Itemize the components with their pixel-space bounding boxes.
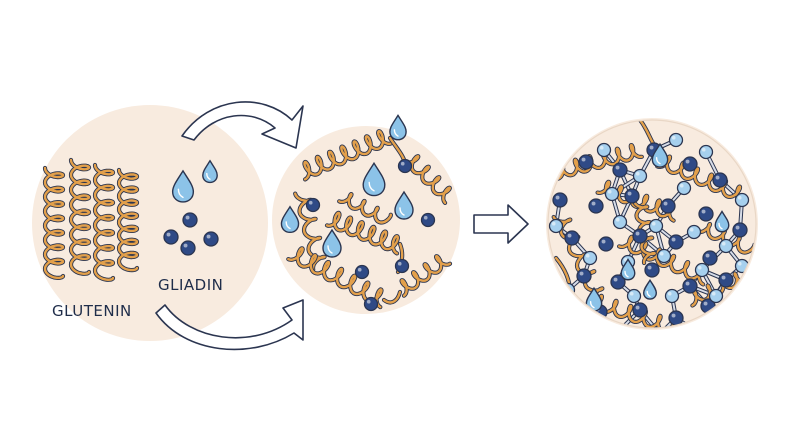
gliadin-molecule-icon — [588, 198, 604, 214]
water-drop-icon — [651, 143, 669, 168]
protein-coil — [302, 129, 394, 182]
straight-arrow — [473, 204, 529, 244]
gluten-network-contents — [547, 119, 757, 329]
mixing-contents — [280, 114, 453, 312]
protein-coil — [337, 192, 393, 225]
gliadin-molecule-icon — [354, 264, 370, 280]
gliadin-molecule-icon — [732, 222, 748, 238]
gliadin-molecule-icon — [203, 231, 219, 247]
water-drop-icon — [322, 229, 342, 258]
gliadin-molecule-icon — [632, 228, 648, 244]
gliadin-molecule-icon — [682, 156, 698, 172]
gliadin-molecule-icon — [644, 262, 660, 278]
water-drops-group — [171, 160, 218, 203]
gliadin-molecule-icon — [694, 262, 710, 278]
gliadin-molecules-group — [163, 212, 219, 256]
gliadin-molecule-icon — [632, 302, 648, 318]
gliadin-molecule-icon — [552, 192, 568, 208]
gliadin-molecule-icon — [394, 258, 410, 274]
curved-arrow-top — [181, 101, 304, 149]
gliadin-molecule-icon — [686, 322, 702, 328]
glutenin-label: GLUTENIN — [52, 302, 132, 320]
water-drop-icon — [280, 205, 300, 234]
gliadin-molecule-icon — [664, 288, 680, 304]
protein-coil — [695, 221, 756, 255]
gliadin-molecule-icon — [668, 310, 684, 326]
curved-arrow-bottom — [155, 299, 304, 351]
gliadin-molecule-icon — [582, 250, 598, 266]
gliadin-molecule-icon — [576, 268, 592, 284]
gliadin-molecule-icon — [612, 214, 628, 230]
glutenin-coils — [42, 157, 140, 282]
gliadin-molecule-icon — [708, 288, 724, 304]
gliadin-molecule-icon — [610, 274, 626, 290]
gliadin-molecule-icon — [180, 240, 196, 256]
gliadin-molecule-icon — [682, 278, 698, 294]
glutenin-coil-icon — [116, 167, 140, 273]
glutenin-coil-icon — [68, 157, 92, 276]
gliadin-molecule-icon — [734, 192, 750, 208]
gliadin-molecule-icon — [686, 224, 702, 240]
gliadin-molecule-icon — [712, 172, 728, 188]
gliadin-molecule-icon — [624, 188, 640, 204]
water-drop-icon — [620, 258, 636, 281]
water-drop-icon — [362, 162, 386, 197]
gliadin-molecule-icon — [397, 158, 413, 174]
gliadin-molecule-icon — [668, 132, 684, 148]
network-mesh — [548, 120, 756, 328]
gliadin-molecule-icon — [668, 234, 684, 250]
water-drop-icon — [394, 191, 414, 220]
protein-strand — [697, 313, 735, 328]
water-drop-icon — [389, 114, 407, 141]
protein-coil — [399, 254, 453, 298]
gliadin-molecule-icon — [718, 272, 734, 288]
gliadin-molecule-icon — [182, 212, 198, 228]
gliadin-molecule-icon — [604, 186, 620, 202]
gliadin-molecule-icon — [702, 250, 718, 266]
gliadin-molecule-icon — [718, 238, 734, 254]
gliadin-molecule-icon — [676, 180, 692, 196]
gliadin-molecule-icon — [596, 142, 612, 158]
glutenin-coil-icon — [92, 162, 116, 282]
stage-gluten-network — [546, 118, 758, 330]
gliadin-molecule-icon — [656, 248, 672, 264]
gliadin-molecule-icon — [363, 296, 379, 312]
water-drop-icon — [643, 279, 657, 300]
water-drop-icon — [714, 210, 730, 233]
gliadin-molecule-icon — [598, 236, 614, 252]
protein-coil — [286, 246, 384, 310]
protein-strand — [381, 289, 403, 305]
glutenin-coil-icon — [42, 165, 66, 280]
protein-coil — [655, 154, 744, 205]
water-drop-icon — [171, 170, 195, 203]
gliadin-molecule-icon — [626, 288, 642, 304]
water-drop-icon — [202, 160, 218, 184]
protein-coil — [324, 210, 400, 256]
protein-coil — [401, 154, 452, 205]
gliadin-label: GLIADIN — [158, 276, 223, 294]
water-drop-icon — [585, 287, 603, 312]
gliadin-molecule-icon — [163, 229, 179, 245]
gliadin-molecule-icon — [612, 162, 628, 178]
stage-mixing — [272, 114, 460, 314]
gliadin-molecule-icon — [632, 168, 648, 184]
gliadin-molecule-icon — [698, 144, 714, 160]
gliadin-molecule-icon — [660, 198, 676, 214]
gliadin-molecule-icon — [564, 230, 580, 246]
protein-coil — [617, 234, 706, 287]
gliadin-molecule-icon — [698, 206, 714, 222]
gliadin-molecule-icon — [648, 218, 664, 234]
stage-ingredients: GLUTENIN GLIADIN — [32, 105, 268, 341]
gliadin-molecule-icon — [548, 218, 564, 234]
gliadin-molecule-icon — [305, 197, 321, 213]
protein-coil — [555, 143, 644, 181]
gliadin-molecule-icon — [420, 212, 436, 228]
gliadin-molecule-icon — [578, 154, 594, 170]
